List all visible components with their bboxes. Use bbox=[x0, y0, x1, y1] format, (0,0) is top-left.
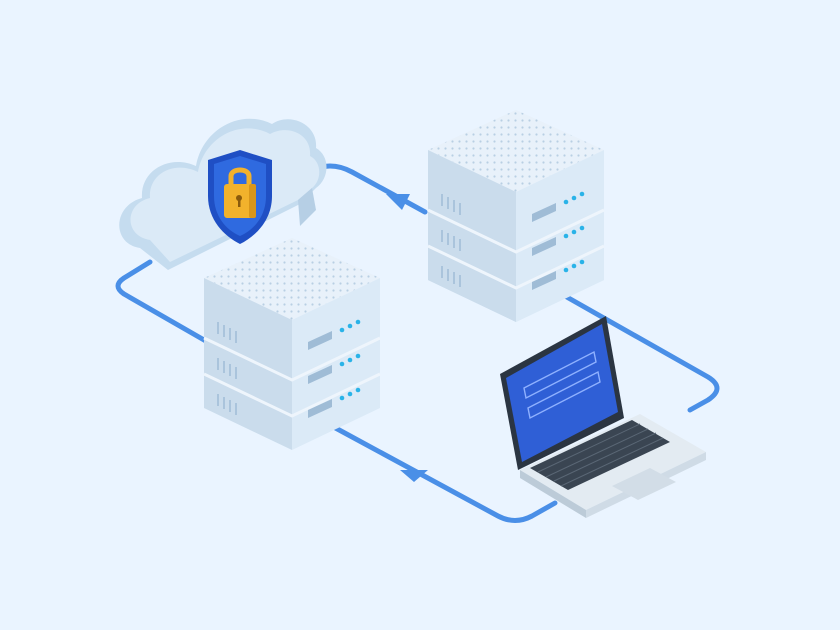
laptop-icon bbox=[500, 316, 706, 518]
flow-loop bbox=[115, 163, 720, 523]
flow-line-bottom bbox=[327, 422, 558, 523]
server-rack-icon bbox=[203, 238, 381, 450]
screen-field bbox=[527, 370, 601, 420]
flow-arrow-bottom bbox=[400, 470, 428, 482]
padlock-icon bbox=[224, 167, 256, 218]
server-rack-icon bbox=[427, 110, 605, 322]
flow-line-right bbox=[562, 293, 720, 413]
screen-field bbox=[523, 350, 597, 400]
flow-arrow-top bbox=[386, 194, 410, 210]
flow-line-left bbox=[115, 259, 221, 351]
